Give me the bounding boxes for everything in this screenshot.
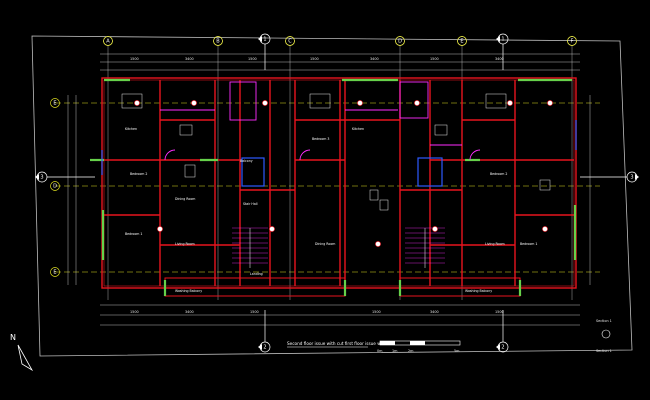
room-label: Bedroom 2: [130, 172, 147, 176]
section-label: 1: [501, 37, 504, 43]
svg-text:3400: 3400: [370, 57, 379, 61]
grid-label: E: [53, 270, 56, 276]
bottom-dimension-text: 1500 3400 1500 1500 3400 1500: [130, 310, 504, 314]
svg-text:2m: 2m: [408, 349, 414, 353]
room-label: Stair Hall: [243, 202, 258, 206]
section-label: 2: [263, 345, 266, 351]
room-label: Kitchen: [352, 127, 364, 131]
room-label: Washing Balcony: [465, 289, 492, 293]
grid-label: C: [288, 39, 292, 45]
svg-text:1500: 1500: [248, 57, 257, 61]
section-tag: Section 1 Section 1: [596, 319, 612, 353]
room-label: Bedroom 2: [490, 172, 507, 176]
grid-label: E: [53, 101, 56, 107]
balconies: [90, 78, 577, 296]
svg-text:1500: 1500: [250, 310, 259, 314]
walls: [101, 77, 577, 297]
section-label: 3: [630, 175, 633, 181]
svg-text:N: N: [10, 333, 16, 342]
svg-text:5m: 5m: [454, 349, 460, 353]
room-labels: Kitchen Bedroom 2 Bedroom 1 Living Room …: [125, 127, 537, 293]
grid-bubbles-left: [50, 98, 60, 277]
svg-text:1500: 1500: [130, 57, 139, 61]
grid-label: E: [460, 39, 463, 45]
room-label: Dining Room: [315, 242, 335, 246]
section-label: 2: [501, 345, 504, 351]
room-label: Washing Balcony: [175, 289, 202, 293]
room-label: Living Room: [485, 242, 505, 246]
svg-text:1500: 1500: [372, 310, 381, 314]
grid-label: A: [106, 39, 110, 45]
svg-text:Section 1: Section 1: [596, 349, 612, 353]
room-label: Bedroom 1: [520, 242, 537, 246]
room-label: Bedroom 3: [312, 137, 329, 141]
room-label: Living Room: [175, 242, 195, 246]
fixtures: [121, 93, 551, 211]
svg-text:3400: 3400: [430, 310, 439, 314]
doors: [160, 81, 481, 161]
svg-text:3400: 3400: [185, 310, 194, 314]
svg-text:1500: 1500: [310, 57, 319, 61]
site-boundary: [31, 35, 633, 357]
room-label: Dining Room: [175, 197, 195, 201]
top-dimension-text: 1500 3400 1500 1500 3400 1500 3400: [130, 57, 504, 61]
stairs: [232, 227, 445, 264]
section-label: 3: [40, 175, 43, 181]
grid-label: D: [53, 184, 57, 190]
grid-bubbles-top: [103, 36, 577, 46]
room-label: Balcony: [240, 159, 253, 163]
svg-text:1500: 1500: [495, 310, 504, 314]
grid-label: F: [571, 39, 574, 45]
svg-text:0m: 0m: [377, 349, 383, 353]
north-arrow-icon: N: [10, 333, 34, 372]
svg-text:1500: 1500: [430, 57, 439, 61]
section-markers: [36, 33, 638, 353]
room-label: Bedroom 1: [125, 232, 142, 236]
svg-text:Section 1: Section 1: [596, 319, 612, 323]
grid-label: B: [216, 39, 220, 45]
section-label: 1: [263, 37, 266, 43]
svg-text:1500: 1500: [130, 310, 139, 314]
scale-bar: 0m 1m 2m 5m: [377, 340, 461, 353]
svg-text:3400: 3400: [495, 57, 504, 61]
drawing-title: Second floor issue with cut first floor …: [287, 341, 386, 346]
svg-text:3400: 3400: [185, 57, 194, 61]
grid-label: D: [398, 39, 402, 45]
svg-text:1m: 1m: [392, 349, 398, 353]
windows: [101, 120, 577, 187]
room-label: Kitchen: [125, 127, 137, 131]
room-label: Landing: [250, 272, 263, 276]
column-markers: [134, 100, 553, 247]
dimension-lines: [67, 53, 591, 326]
